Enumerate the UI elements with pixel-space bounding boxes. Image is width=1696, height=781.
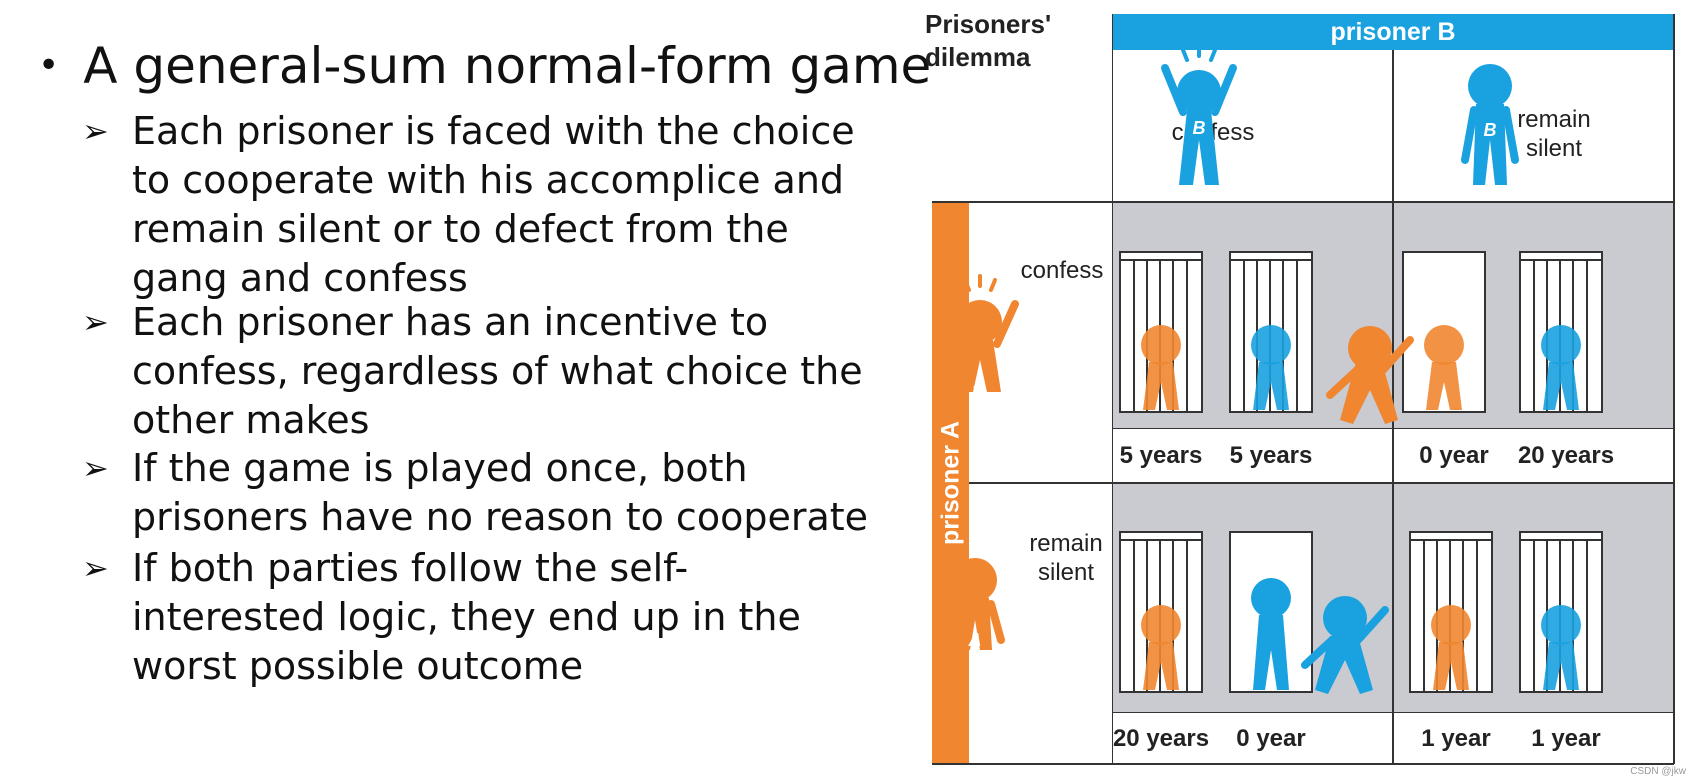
grid-line — [1112, 428, 1674, 429]
figure-a-jailed — [1141, 325, 1181, 410]
main-bullet-text: A general-sum normal-form game — [83, 37, 932, 95]
prisoners-dilemma-figure: Prisoners' dilemma prisoner B prisoner A… — [925, 0, 1696, 781]
row-label-confess: confess — [1020, 257, 1104, 284]
watermark: CSDN @jkw — [1630, 766, 1686, 777]
letter-b: B — [1193, 118, 1206, 138]
figure-b-jailed — [1541, 605, 1581, 690]
slide-text: • A general-sum normal-form game ➢ Each … — [38, 37, 931, 688]
figure-b-silent-header — [1461, 64, 1519, 185]
row-label-silent: remain silent — [1029, 530, 1103, 586]
sub-bullet-1: ➢ Each prisoner is faced with the choice… — [82, 107, 932, 303]
years-label: 1 year — [1531, 725, 1601, 752]
years-label: 20 years — [1112, 725, 1210, 752]
grid-line — [1392, 713, 1394, 763]
years-label: 20 years — [1517, 442, 1615, 469]
figure-b-free — [1251, 578, 1291, 690]
figure-title: Prisoners' dilemma — [925, 9, 1052, 72]
arrow-bullet-icon: ➢ — [82, 549, 109, 587]
years-label: 1 year — [1421, 725, 1491, 752]
arrow-bullet-icon: ➢ — [82, 449, 109, 487]
grid-line — [1673, 14, 1675, 764]
years-label: 0 year — [1419, 442, 1489, 469]
prisoner-b-label: prisoner B — [1330, 17, 1456, 46]
col-label-silent: remain silent — [1517, 106, 1591, 162]
grid-line — [969, 482, 1674, 484]
bullet-dot: • — [38, 45, 60, 86]
arrow-bullet-icon: ➢ — [82, 112, 109, 150]
figure-a-jailed — [1431, 605, 1471, 690]
figure-a-jailed — [1424, 325, 1464, 410]
sub-bullet-text: If the game is played once, both prisone… — [132, 446, 869, 539]
letter-b: B — [1484, 120, 1497, 140]
sub-bullet-3: ➢ If the game is played once, both priso… — [82, 444, 932, 542]
grid-line — [1112, 14, 1113, 764]
prisoner-a-header: prisoner A — [932, 202, 969, 764]
figure-a-silent-row — [945, 558, 1005, 650]
main-bullet: • A general-sum normal-form game — [38, 36, 931, 96]
sub-bullet-text: Each prisoner has an incentive to confes… — [132, 300, 863, 442]
figure-a-confess-row — [941, 274, 1019, 392]
sub-bullet-text: If both parties follow the self- interes… — [132, 546, 801, 688]
figure-b-jailed — [1251, 325, 1291, 410]
figure-a-escaping — [1326, 326, 1414, 424]
grid-line — [932, 201, 1674, 203]
grid-line — [1112, 712, 1674, 713]
sub-bullet-2: ➢ Each prisoner has an incentive to conf… — [82, 298, 932, 445]
years-label: 0 year — [1236, 725, 1306, 752]
figure-a-jailed — [1141, 605, 1181, 690]
figure-b-escaping — [1301, 596, 1389, 694]
letter-a: A — [973, 372, 987, 392]
arrow-bullet-icon: ➢ — [82, 303, 109, 341]
sub-bullet-text: Each prisoner is faced with the choice t… — [132, 109, 855, 300]
prisoner-b-header: prisoner B — [1112, 14, 1674, 50]
figure-b-jailed — [1541, 325, 1581, 410]
grid-line — [1392, 429, 1394, 482]
figure-drawings: B B A A — [941, 44, 1603, 694]
years-label: 5 years — [1229, 442, 1313, 469]
years-label: 5 years — [1119, 442, 1203, 469]
grid-line — [932, 763, 1674, 765]
letter-a: A — [968, 630, 982, 650]
sub-bullet-4: ➢ If both parties follow the self- inter… — [82, 544, 932, 691]
figure-b-confess-header — [1161, 44, 1237, 185]
